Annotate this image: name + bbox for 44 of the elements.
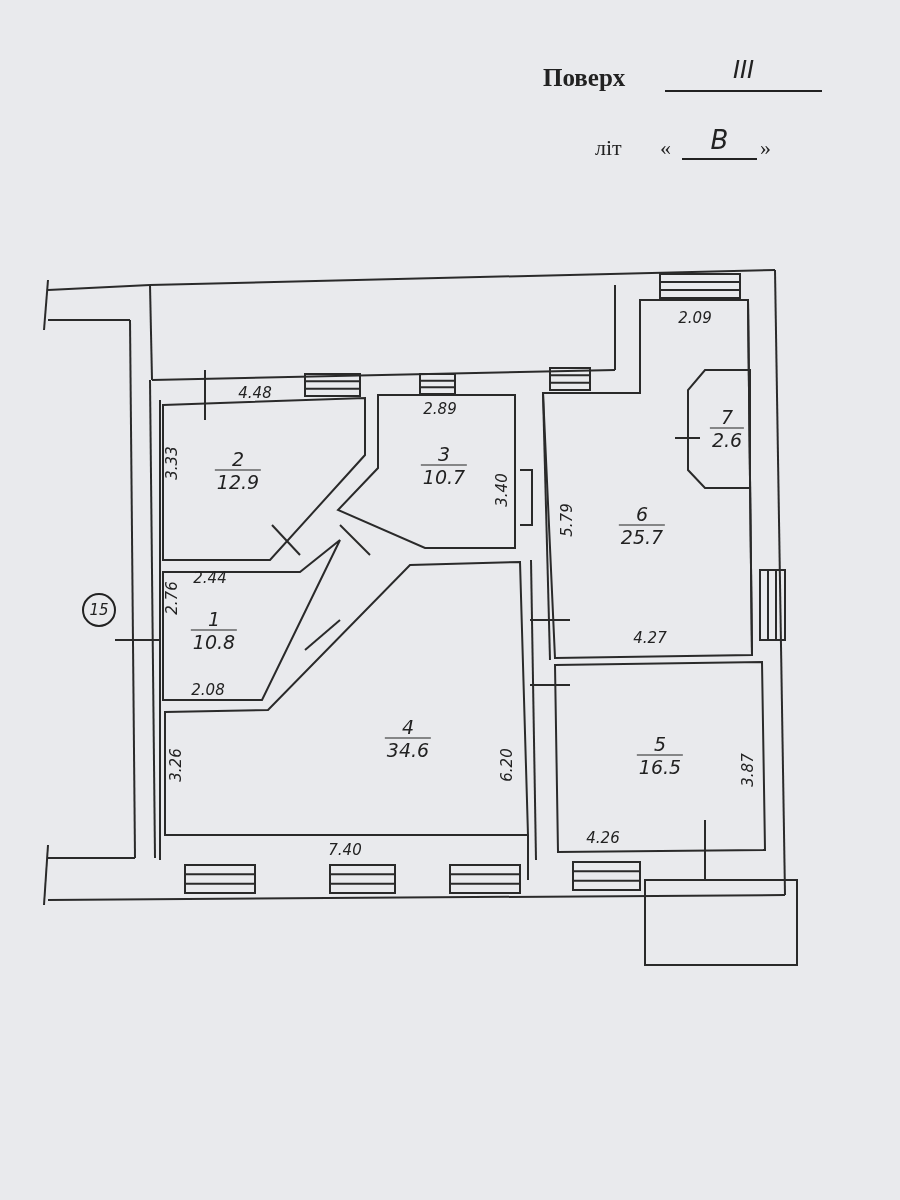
dimension-label: 6.20 bbox=[498, 748, 516, 782]
dimension-label: 3.40 bbox=[493, 473, 511, 507]
dimension-label: 3.33 bbox=[163, 446, 181, 480]
dimension-label: 2.44 bbox=[193, 569, 227, 587]
room-number: 5 bbox=[653, 732, 667, 755]
room bbox=[543, 300, 752, 658]
room-number: 4 bbox=[401, 715, 415, 738]
dimension-label: 2.76 bbox=[163, 581, 181, 615]
handwritten-entry: III bbox=[665, 50, 822, 92]
room-area: 2.6 bbox=[709, 427, 745, 451]
dimension-label: 7.40 bbox=[328, 841, 362, 859]
quote-mark: » bbox=[760, 135, 771, 161]
room-area: 10.7 bbox=[420, 464, 468, 488]
room bbox=[163, 398, 365, 560]
dimension-label: 2.89 bbox=[423, 400, 457, 418]
room-number: 3 bbox=[437, 442, 451, 465]
dimension-label: 4.48 bbox=[238, 384, 272, 402]
dimension-label: 4.26 bbox=[586, 829, 620, 847]
quote-mark: « bbox=[660, 135, 671, 161]
room-number: 6 bbox=[635, 502, 649, 525]
dimension-label: 2.09 bbox=[678, 309, 712, 327]
dimension-label: 5.79 bbox=[558, 503, 576, 537]
dimension-label: 2.08 bbox=[191, 681, 225, 699]
room bbox=[555, 662, 765, 852]
room-area: 16.5 bbox=[636, 754, 684, 778]
dimension-label: 3.26 bbox=[167, 748, 185, 782]
room bbox=[163, 540, 340, 700]
axis-marker-circle bbox=[82, 593, 116, 627]
room-area: 34.6 bbox=[384, 737, 432, 761]
room bbox=[688, 370, 750, 488]
room-number: 7 bbox=[720, 405, 734, 428]
room bbox=[165, 562, 528, 835]
handwritten-entry: В bbox=[682, 122, 757, 160]
room-area: 12.9 bbox=[214, 469, 262, 493]
room-area: 10.8 bbox=[190, 629, 238, 653]
room bbox=[338, 395, 515, 548]
room-number: 2 bbox=[231, 447, 245, 470]
room-number: 1 bbox=[207, 607, 221, 630]
axis-number: 15 bbox=[89, 601, 109, 619]
letter-caption: літ bbox=[595, 135, 622, 161]
dimension-label: 3.87 bbox=[739, 753, 757, 787]
dimension-label: 4.27 bbox=[633, 629, 667, 647]
room-area: 25.7 bbox=[618, 524, 666, 548]
floor-caption: Поверх bbox=[543, 64, 626, 92]
